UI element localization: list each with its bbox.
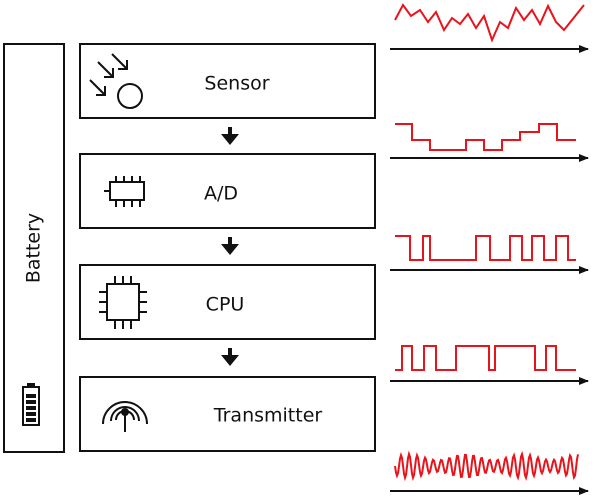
ad-block: A/D [79, 153, 376, 229]
chip-icon [104, 176, 145, 207]
analog-signal-icon [394, 3, 585, 43]
battery-label: Battery [23, 213, 45, 283]
signal-modulated [390, 450, 589, 495]
flow-arrow-sensor-to-ad [221, 127, 239, 145]
sensor-label: Sensor [204, 73, 269, 95]
cpu-block: CPU [79, 264, 376, 340]
signal-quantized [390, 123, 589, 162]
cpu-label: CPU [206, 294, 245, 316]
transmitter-label: Transmitter [213, 405, 323, 427]
quantized-signal-icon [395, 123, 576, 151]
signal-analog [390, 3, 589, 53]
processor-icon [99, 276, 147, 329]
digital-signal-icon [395, 235, 576, 261]
transmitter-block: Transmitter [79, 376, 376, 452]
battery-block: Battery [3, 43, 65, 453]
light-sensor-icon [89, 53, 143, 109]
flow-arrow-ad-to-cpu [221, 237, 239, 255]
signal-digital-1 [390, 235, 589, 274]
flow-arrow-cpu-to-transmitter [221, 348, 239, 366]
battery-icon [22, 383, 40, 426]
signal-digital-2 [390, 345, 589, 385]
modulated-signal-icon [394, 450, 579, 482]
sensor-block: Sensor [79, 43, 376, 119]
digital-signal-icon [395, 345, 576, 371]
antenna-icon [102, 401, 148, 432]
ad-label: A/D [204, 183, 238, 205]
